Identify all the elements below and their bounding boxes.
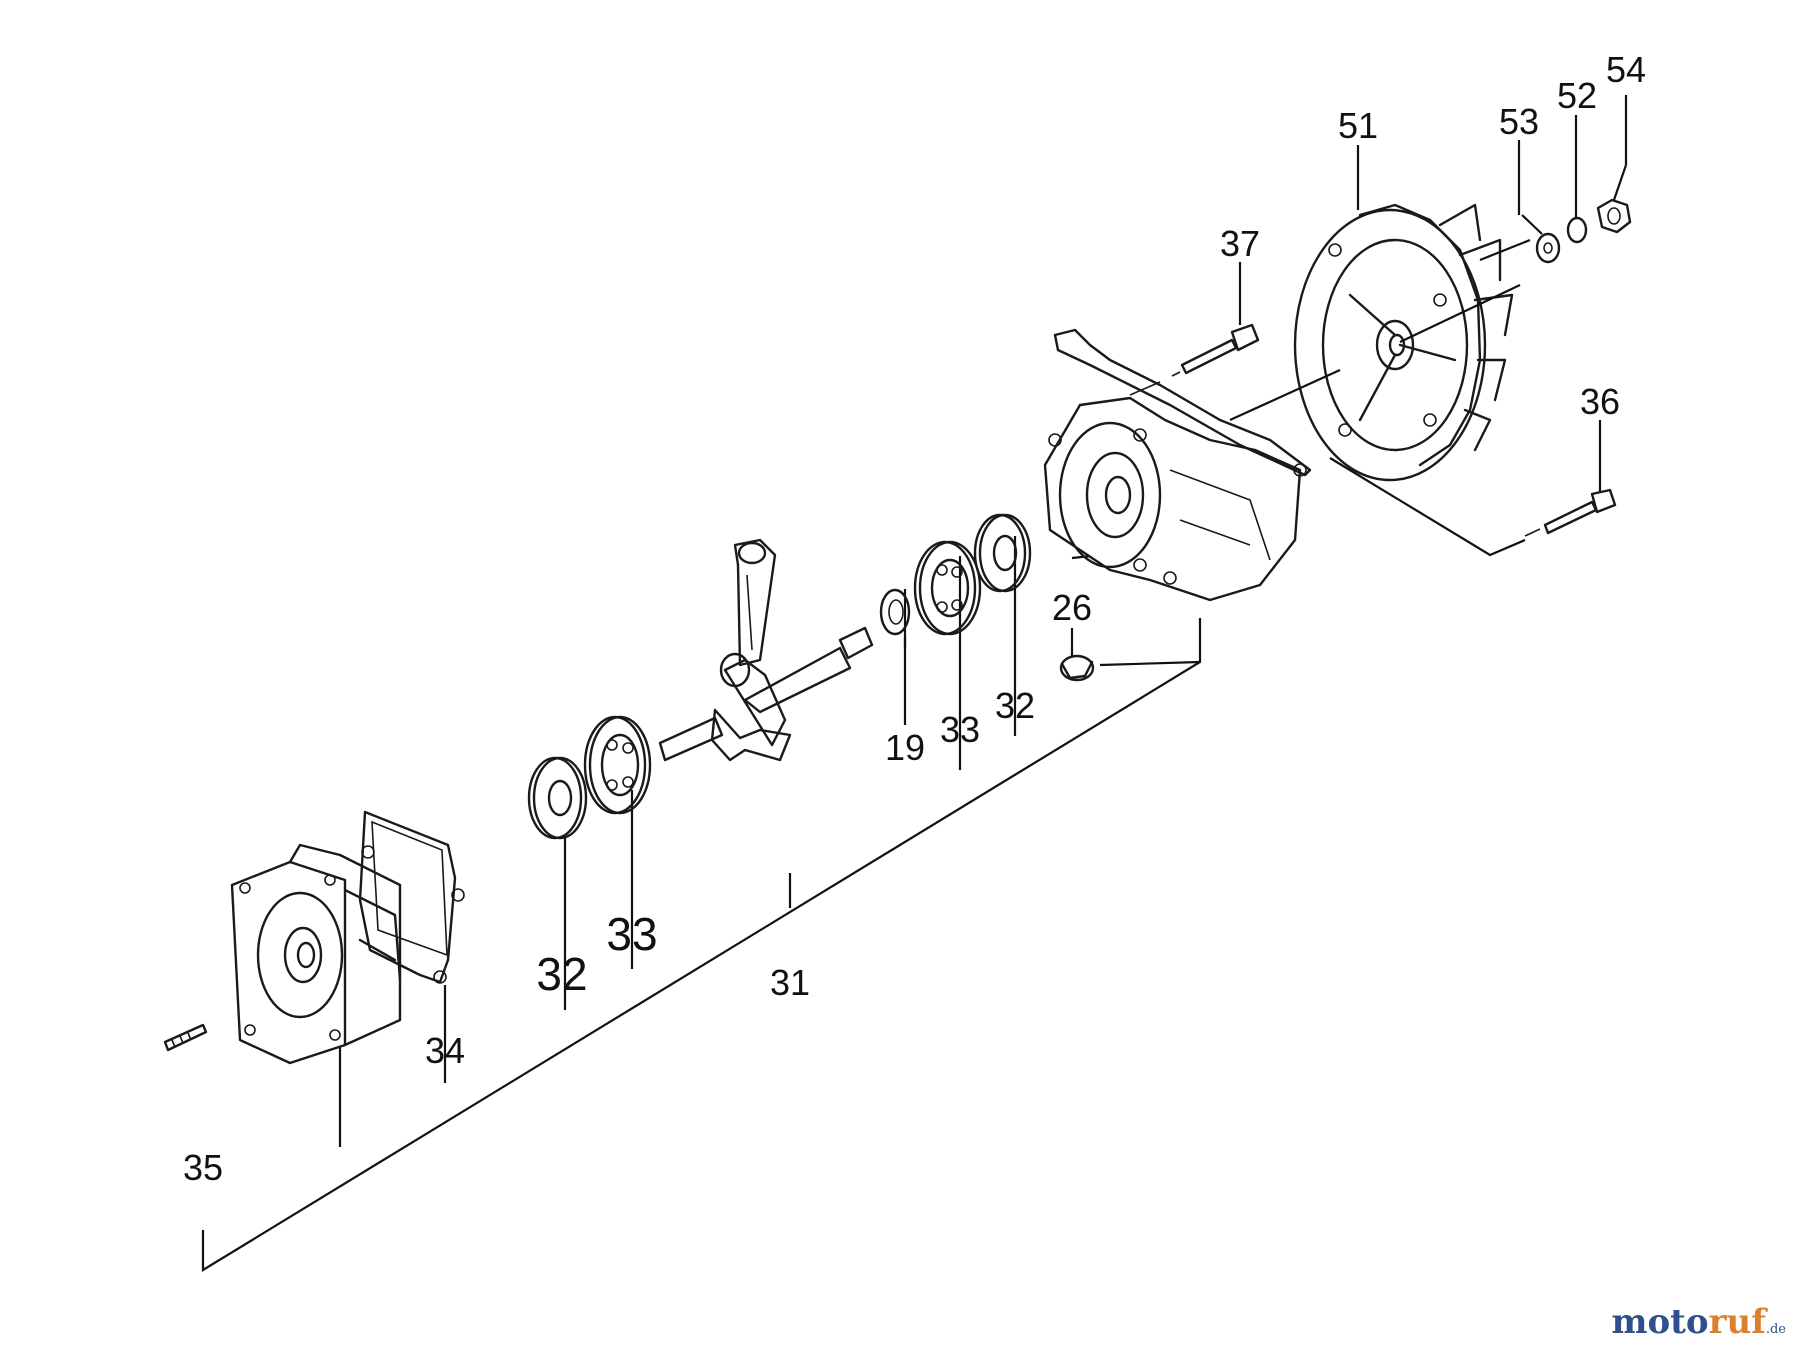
bolt-37 (1129, 323, 1260, 396)
washer-19 (879, 588, 911, 636)
bearing-33-lower (583, 715, 652, 815)
callout-36: 36 (1580, 381, 1620, 422)
nut-54 (1596, 198, 1632, 234)
flywheel-51 (1293, 203, 1514, 482)
leader-36-bracket (1329, 457, 1526, 557)
assembly-leader-31 (201, 536, 1202, 1272)
callout-35: 35 (183, 1147, 223, 1188)
crankcase-left (230, 843, 402, 1065)
watermark-part-c: .de (1765, 1322, 1786, 1337)
bearing-33-upper (913, 540, 982, 636)
axis-line (1229, 238, 1531, 422)
washer-53 (1535, 232, 1561, 264)
lock-washer-52 (1566, 216, 1588, 244)
callout-19: 19 (885, 727, 925, 768)
callout-52: 52 (1557, 75, 1597, 116)
stud-35 (163, 1023, 208, 1052)
callout-leaders (903, 95, 1628, 725)
callout-31: 31 (770, 962, 810, 1003)
callout-26: 26 (1052, 587, 1092, 628)
bearing-32-upper (973, 513, 1032, 593)
plug-26 (1059, 654, 1095, 682)
callout-37: 37 (1220, 223, 1260, 264)
watermark-logo: motoruf.de (1612, 1302, 1786, 1342)
callout-32-upper: 32 (995, 685, 1035, 726)
callout-33-lower: 33 (606, 908, 657, 960)
bearing-32-lower (527, 756, 588, 840)
callout-53: 53 (1499, 101, 1539, 142)
watermark-part-a: moto (1611, 1302, 1709, 1342)
callout-51: 51 (1338, 105, 1378, 146)
callout-32-lower: 32 (536, 948, 587, 1000)
bolt-36 (1524, 488, 1617, 537)
callout-54: 54 (1606, 49, 1646, 90)
crankcase-right (1043, 328, 1312, 602)
callout-34: 34 (425, 1030, 465, 1071)
crankshaft (658, 538, 874, 762)
gasket-34 (358, 810, 465, 984)
watermark-part-b: ruf (1708, 1302, 1766, 1342)
callout-33-upper: 33 (940, 709, 980, 750)
